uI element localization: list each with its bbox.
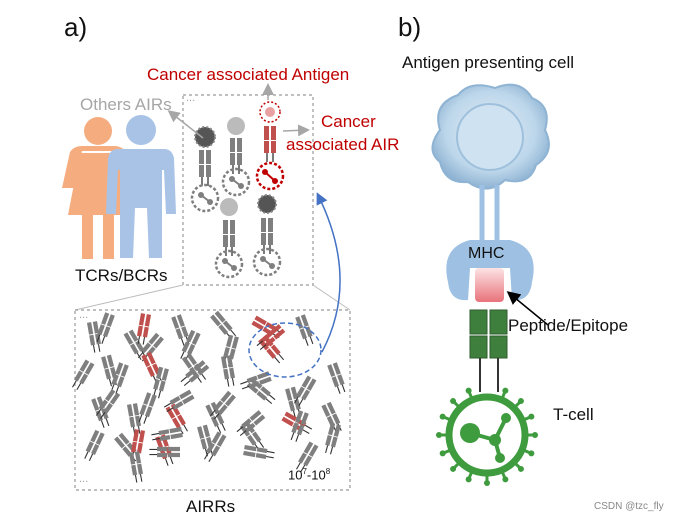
- receptor-icon: [136, 391, 158, 426]
- receptor-icon: [322, 422, 342, 456]
- t-cell-icon: [436, 387, 538, 486]
- airrs-label: AIRRs: [186, 497, 236, 516]
- ellipsis: ...: [79, 309, 89, 321]
- t-cell-spike-tip: [484, 480, 490, 486]
- receptor-icon: [69, 358, 95, 392]
- receptor-icon: [81, 429, 106, 463]
- receptor-icon: [234, 409, 266, 439]
- receptor-icon: [196, 424, 216, 458]
- cancer-air-label-line1: Cancer: [321, 112, 376, 131]
- t-cell-spike-tip: [450, 465, 457, 472]
- t-cell-spike-tip: [436, 432, 442, 438]
- receptor-repertoire: [69, 310, 348, 484]
- receptor-cell-group: [190, 101, 285, 279]
- receptor-icon: [294, 313, 316, 348]
- t-cell-label: T-cell: [553, 405, 594, 424]
- others-air-arrow: [167, 110, 204, 139]
- cancer-air-arrow: [282, 124, 310, 137]
- t-cell-spike-tip: [450, 398, 457, 405]
- others-airs-label: Others AIRs: [80, 95, 172, 114]
- ellipsis: ...: [79, 473, 89, 485]
- t-cell-spike-tip: [528, 450, 535, 457]
- receptor-icon: [86, 320, 103, 354]
- t-cell-spike-tip: [502, 476, 509, 483]
- mhc-label: MHC: [468, 245, 505, 262]
- epitope-arrow: [506, 291, 549, 326]
- mhc-icon: [446, 240, 534, 301]
- male-figure-icon: [106, 115, 176, 258]
- highlight-ellipse: [248, 322, 322, 378]
- t-cell-spike-tip: [502, 387, 509, 394]
- t-cell-spike-tip: [528, 413, 535, 420]
- cancer-receptor-icon: [135, 312, 152, 346]
- t-cell-spike-tip: [517, 465, 524, 472]
- t-cell-spike-tip: [532, 432, 538, 438]
- ellipsis: ...: [186, 92, 196, 104]
- panel-a-label: a): [64, 12, 88, 42]
- t-cell-spike-tip: [439, 450, 446, 457]
- receptor-icon: [209, 310, 239, 342]
- watermark: CSDN @tzc_fly: [594, 501, 664, 512]
- receptor-icon: [150, 426, 184, 443]
- t-cell-spike-tip: [439, 413, 446, 420]
- tcr-icon: [469, 309, 508, 392]
- t-cell-spike-tip: [517, 398, 524, 405]
- receptor-icon: [128, 450, 145, 484]
- receptor-icon: [170, 313, 192, 348]
- cancer-air-label-line2: associated AIR: [286, 135, 400, 154]
- cancer-antigen-label: Cancer associated Antigen: [147, 65, 350, 84]
- t-cell-spike-tip: [465, 476, 472, 483]
- antigen-presenting-cell-icon: [431, 83, 550, 190]
- apc-label: Antigen presenting cell: [402, 53, 575, 72]
- receptor-icon: [326, 361, 348, 396]
- connector-line: [74, 284, 184, 311]
- zoom-box: [182, 94, 314, 286]
- epitope-icon: [475, 268, 504, 302]
- panel-b-label: b): [398, 12, 422, 42]
- connector-line: [312, 284, 351, 311]
- tcrs-bcrs-label: TCRs/BCRs: [75, 266, 168, 285]
- receptor-icon: [150, 366, 170, 400]
- receptor-icon: [242, 444, 276, 461]
- repertoire-size-label: 107-108: [288, 467, 331, 483]
- peptide-label: Peptide/Epitope: [508, 316, 629, 335]
- zoom-arrow: [316, 192, 341, 353]
- t-cell-spike-tip: [465, 387, 472, 394]
- receptor-icon: [220, 354, 237, 388]
